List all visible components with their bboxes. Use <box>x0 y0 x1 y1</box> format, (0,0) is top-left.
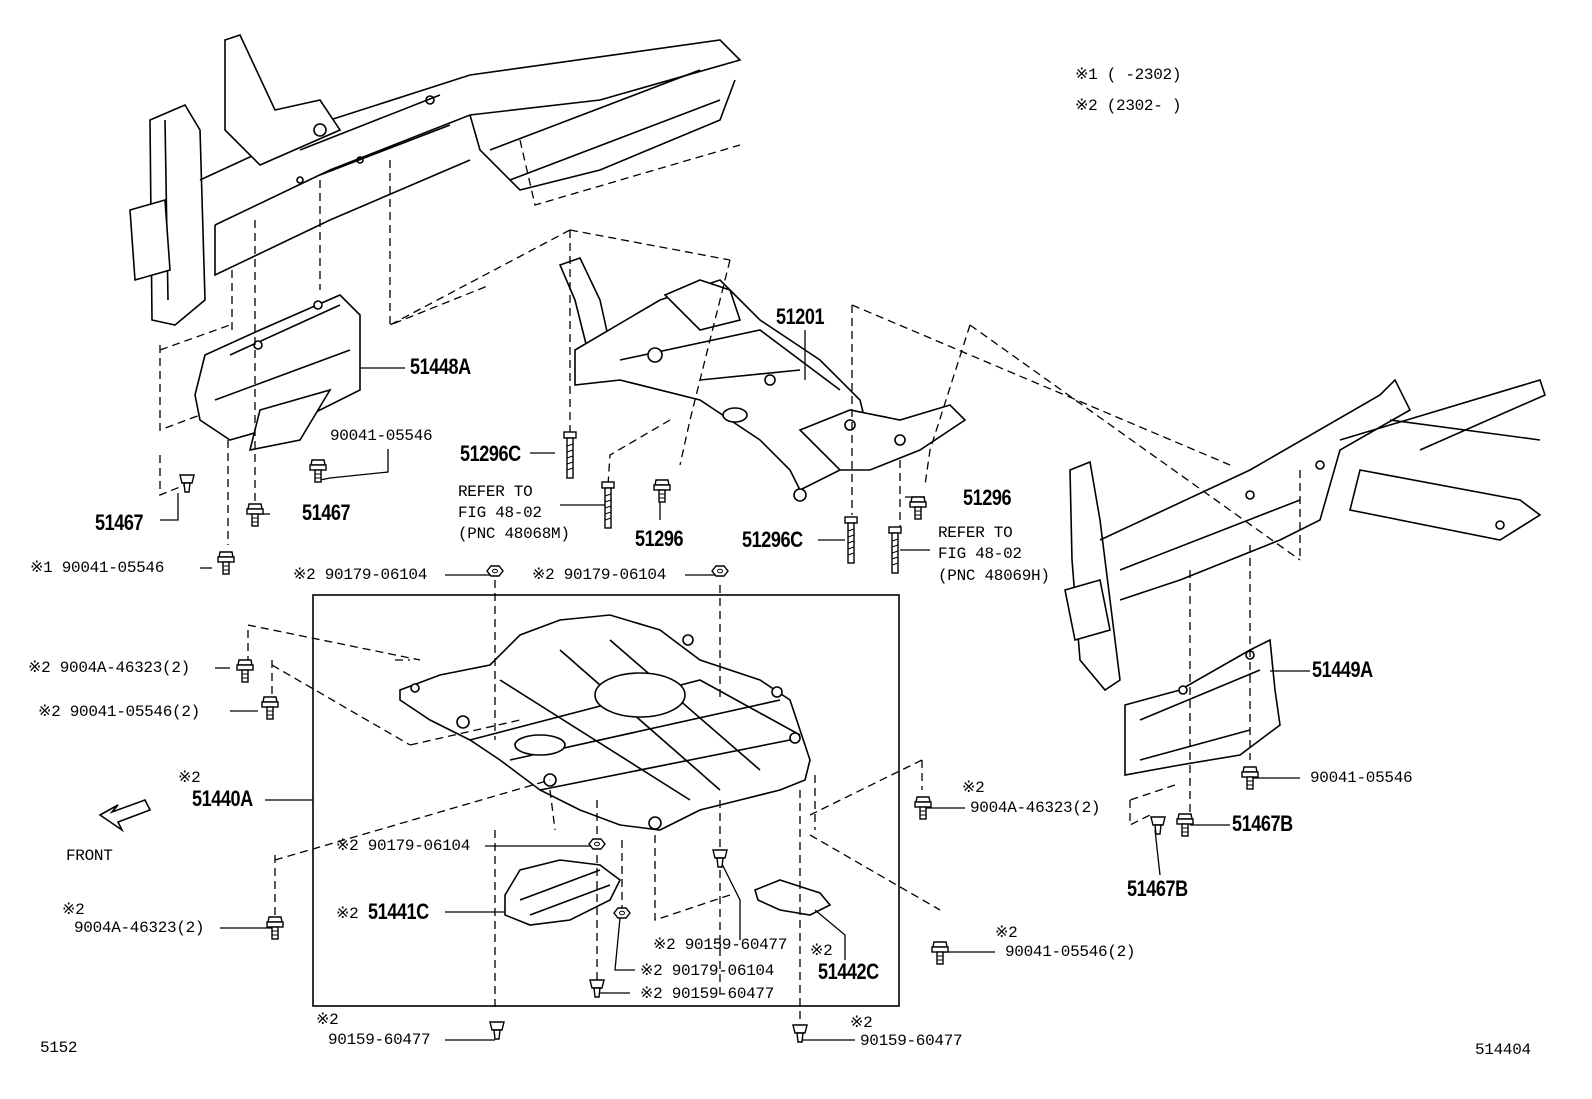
engine-under-cover-51442C-drawing <box>754 879 832 916</box>
part-label-51440A[interactable]: 51440A <box>192 786 253 811</box>
part-label-51296C-right[interactable]: 51296C <box>742 527 803 552</box>
page-code-right: 514404 <box>1475 1041 1531 1059</box>
part-label-90159-60477-d[interactable]: 90159-60477 <box>860 1032 963 1050</box>
part-label-51441C[interactable]: 51441C <box>368 899 429 924</box>
legend-note-1: ※1 ( -2302) <box>1075 66 1182 84</box>
part-label-51449A[interactable]: 51449A <box>1312 657 1373 682</box>
refer-to-label-a[interactable]: REFER TO <box>458 483 533 501</box>
part-label-90041-05546[interactable]: 90041-05546 <box>330 427 433 445</box>
pnc-label-48069H[interactable]: (PNC 48069H) <box>938 567 1050 585</box>
x2-mark-9004A-b: ※2 <box>62 901 85 919</box>
x2-mark-90159-d: ※2 <box>850 1014 873 1032</box>
page-code-left: 5152 <box>40 1039 78 1057</box>
part-label-51442C[interactable]: 51442C <box>818 959 879 984</box>
part-label-90179-06104-d[interactable]: ※2 90179-06104 <box>640 962 775 980</box>
front-side-member-left-drawing <box>129 34 742 326</box>
part-label-51201[interactable]: 51201 <box>776 304 825 329</box>
part-label-51467B-a[interactable]: 51467B <box>1232 811 1293 836</box>
x2-mark-51441C: ※2 <box>336 905 359 923</box>
x2-mark-51442C: ※2 <box>810 942 833 960</box>
part-label-51467-left[interactable]: 51467 <box>95 510 144 535</box>
part-label-51296-left[interactable]: 51296 <box>635 526 684 551</box>
x2-mark-90159-c: ※2 <box>316 1011 339 1029</box>
pnc-label-48068M[interactable]: (PNC 48068M) <box>458 525 570 543</box>
x2-mark-9004A-c: ※2 <box>962 779 985 797</box>
x2-mark-51440A: ※2 <box>178 769 201 787</box>
part-label-90179-06104-b[interactable]: ※2 90179-06104 <box>532 566 667 584</box>
front-arrow-icon <box>98 799 152 833</box>
part-label-51448A[interactable]: 51448A <box>410 354 471 379</box>
part-label-9004A-46323-c[interactable]: 9004A-46323(2) <box>970 799 1101 817</box>
part-label-x1-90041-05546[interactable]: ※1 90041-05546 <box>30 559 165 577</box>
refer-to-label-b[interactable]: REFER TO <box>938 524 1013 542</box>
engine-under-cover-right-drawing <box>1124 638 1281 776</box>
leader-lines <box>160 330 1310 1041</box>
engine-under-cover-no1-drawing <box>399 614 811 831</box>
part-label-51296-right[interactable]: 51296 <box>963 485 1012 510</box>
part-label-9004A-46323-a[interactable]: ※2 9004A-46323(2) <box>28 659 190 677</box>
engine-under-cover-51441C-drawing <box>504 859 622 926</box>
part-label-90041-05546-2-a[interactable]: ※2 90041-05546(2) <box>38 703 200 721</box>
part-label-51296C-left[interactable]: 51296C <box>460 441 521 466</box>
part-label-51467-center[interactable]: 51467 <box>302 500 351 525</box>
fig-ref-label-b[interactable]: FIG 48-02 <box>938 545 1022 563</box>
part-label-90179-06104-c[interactable]: ※2 90179-06104 <box>336 837 471 855</box>
part-label-90159-60477-b[interactable]: ※2 90159-60477 <box>640 985 775 1003</box>
legend-note-2: ※2 (2302- ) <box>1075 97 1182 115</box>
part-label-51467B-b[interactable]: 51467B <box>1127 876 1188 901</box>
part-label-9004A-46323-b[interactable]: 9004A-46323(2) <box>74 919 205 937</box>
part-label-90159-60477-c[interactable]: 90159-60477 <box>328 1031 431 1049</box>
fig-ref-label-a[interactable]: FIG 48-02 <box>458 504 542 522</box>
part-label-90179-06104-a[interactable]: ※2 90179-06104 <box>293 566 428 584</box>
dashed-reference-lines <box>159 139 1301 1020</box>
part-label-90159-60477-a[interactable]: ※2 90159-60477 <box>653 936 788 954</box>
part-label-90041-05546-2-c[interactable]: 90041-05546(2) <box>1005 943 1136 961</box>
front-side-member-right-drawing <box>1064 378 1546 692</box>
front-label: FRONT <box>66 847 113 865</box>
part-label-90041-05546-d[interactable]: 90041-05546 <box>1310 769 1413 787</box>
front-suspension-crossmember-drawing <box>558 257 967 502</box>
x2-mark-90041-c: ※2 <box>995 924 1018 942</box>
engine-under-cover-left-drawing <box>194 294 361 452</box>
